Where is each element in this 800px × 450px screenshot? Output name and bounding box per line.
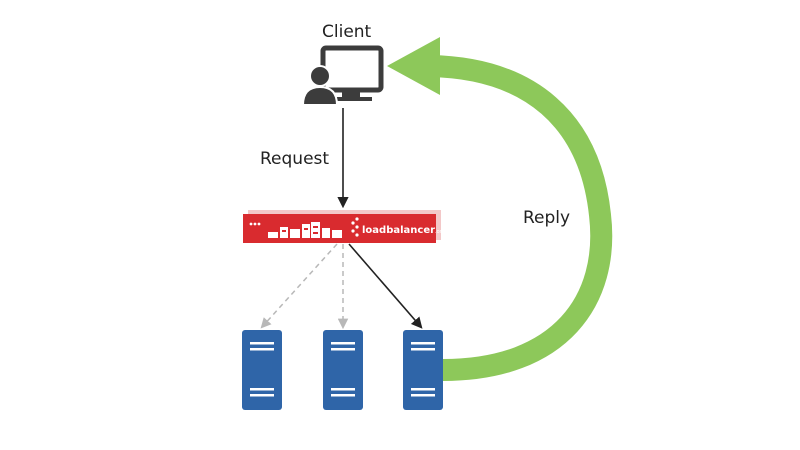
inactive-route-1: [260, 243, 338, 329]
reply-arrow: [387, 37, 613, 381]
request-label: Request: [260, 149, 330, 169]
user-at-computer-icon: [301, 45, 384, 106]
brand-suffix: .org: [435, 229, 445, 235]
server-icon: [323, 330, 363, 410]
reply-label: Reply: [523, 208, 571, 228]
reply-arrowhead: [387, 37, 440, 95]
brand-name: loadbalancer: [362, 225, 435, 236]
client-label: Client: [322, 22, 372, 42]
active-route: [348, 243, 423, 329]
svg-text:loadbalancer.org: loadbalancer.org: [362, 225, 445, 236]
server-icon: [242, 330, 282, 410]
loadbalancer-logo-icon: [351, 217, 359, 237]
server-icon: [403, 330, 443, 410]
load-balancer-appliance-icon: loadbalancer.org: [243, 210, 445, 243]
